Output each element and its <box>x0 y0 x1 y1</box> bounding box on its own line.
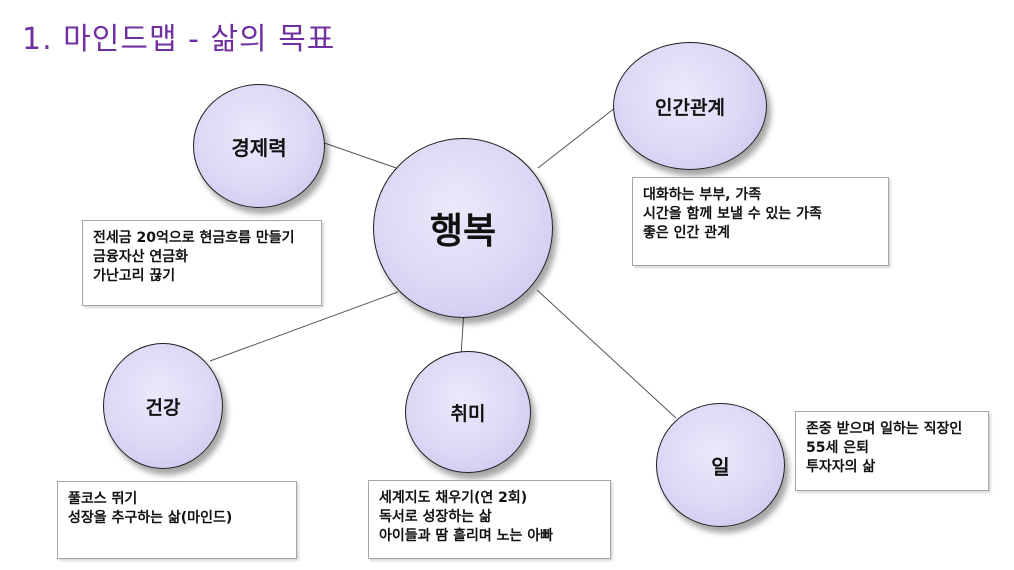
details-box-work: 존중 받으며 일하는 직장인 55세 은퇴 투자자의 삶 <box>795 411 989 491</box>
node-work-label: 일 <box>711 454 730 479</box>
detail-item: 금융자산 연금화 <box>93 249 189 265</box>
node-health-label: 건강 <box>145 396 181 419</box>
detail-item: 풀코스 뛰기 <box>68 491 138 507</box>
node-health[interactable]: 건강 <box>103 343 223 469</box>
node-hobby-label: 취미 <box>450 402 486 425</box>
central-node-happiness[interactable]: 행복 <box>373 138 553 318</box>
connector-relations <box>537 103 621 169</box>
detail-item: 전세금 20억으로 현금흐름 만들기 <box>93 230 295 246</box>
node-economy[interactable]: 경제력 <box>193 84 325 208</box>
central-node-label: 행복 <box>429 211 497 252</box>
detail-item: 아이들과 땀 흘리며 노는 아빠 <box>379 528 554 544</box>
details-box-hobby: 세계지도 채우기(연 2회) 독서로 성장하는 삶 아이들과 땀 흘리며 노는 … <box>368 480 611 559</box>
detail-item: 대화하는 부부, 가족 <box>643 187 762 203</box>
connector-work <box>536 289 677 419</box>
detail-item: 독서로 성장하는 삶 <box>379 509 492 525</box>
node-hobby[interactable]: 취미 <box>405 351 531 473</box>
detail-item: 투자자의 삶 <box>806 459 876 475</box>
node-relations[interactable]: 인간관계 <box>613 42 767 170</box>
node-work[interactable]: 일 <box>656 403 785 527</box>
detail-item: 존중 받으며 일하는 직장인 <box>806 421 963 437</box>
detail-item: 세계지도 채우기(연 2회) <box>379 490 528 506</box>
detail-item: 성장을 추구하는 삶(마인드) <box>68 510 233 526</box>
page-title: 1. 마인드맵 - 삶의 목표 <box>22 22 336 57</box>
detail-item: 좋은 인간 관계 <box>643 225 731 241</box>
detail-item: 55세 은퇴 <box>806 440 869 456</box>
node-economy-label: 경제력 <box>231 135 287 160</box>
details-box-relations: 대화하는 부부, 가족 시간을 함께 보낼 수 있는 가족 좋은 인간 관계 <box>632 177 889 266</box>
connector-health <box>209 291 399 362</box>
node-relations-label: 인간관계 <box>655 96 725 119</box>
detail-item: 가난고리 끊기 <box>93 268 176 284</box>
detail-item: 시간을 함께 보낼 수 있는 가족 <box>643 206 822 222</box>
details-box-economy: 전세금 20억으로 현금흐름 만들기 금융자산 연금화 가난고리 끊기 <box>82 220 322 306</box>
connector-economy <box>309 137 403 171</box>
details-box-health: 풀코스 뛰기 성장을 추구하는 삶(마인드) <box>57 481 297 559</box>
